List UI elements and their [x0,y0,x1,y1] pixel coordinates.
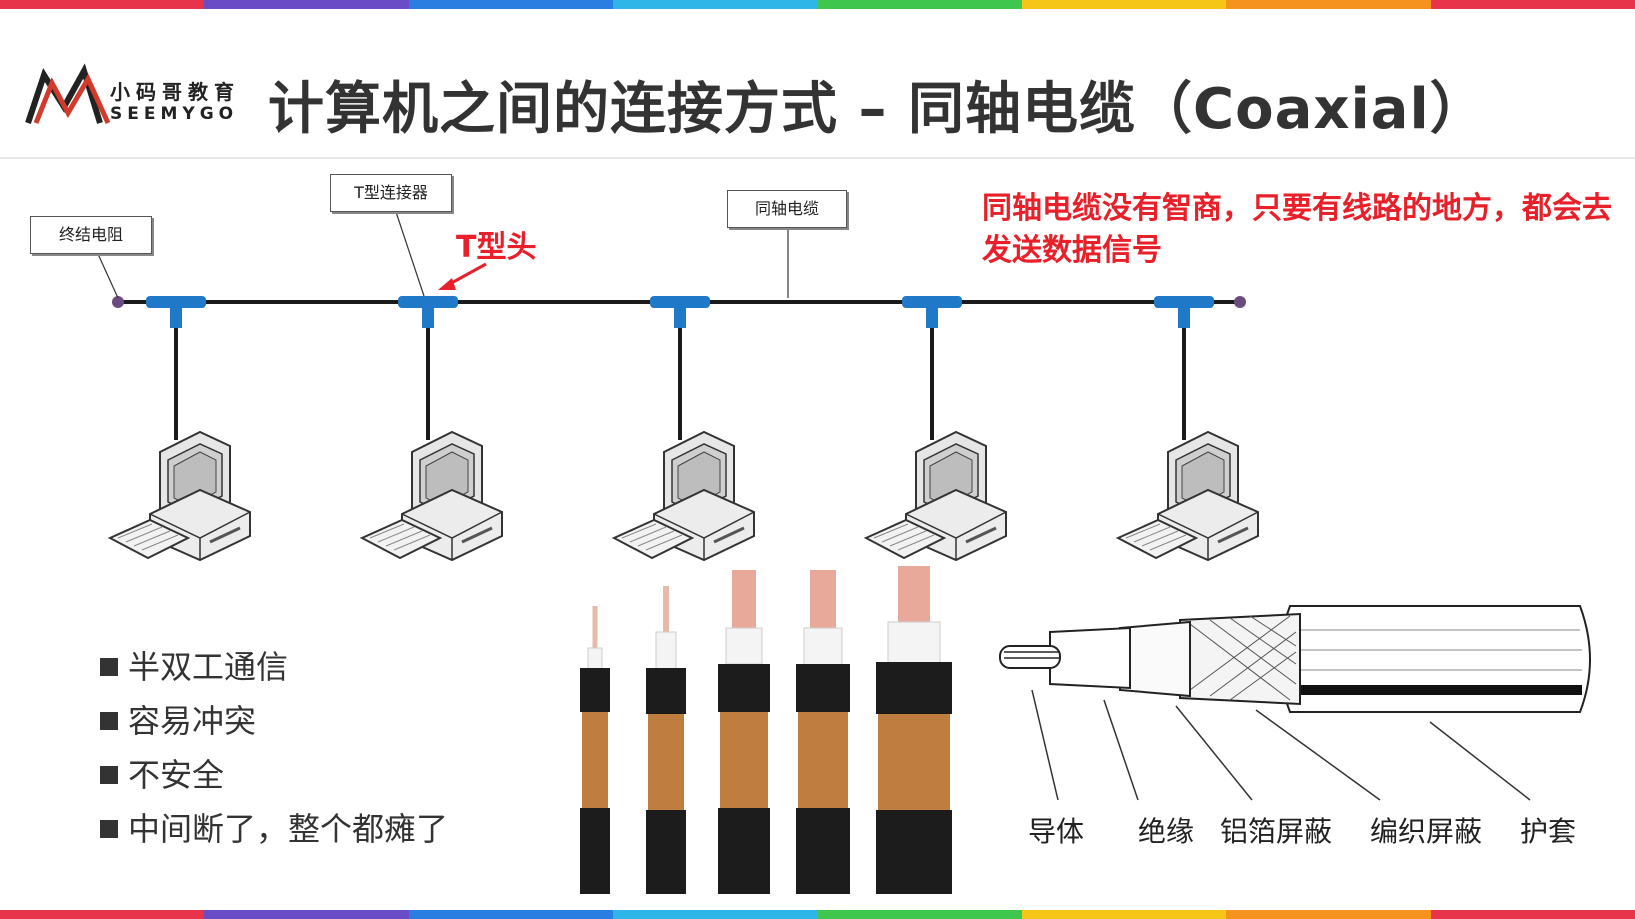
node-2 [360,296,504,562]
cable-part-insulation: 绝缘 [1138,815,1195,848]
cable-part-labels: 导体 绝缘 铝箔屏蔽 编织屏蔽 护套 [1020,810,1620,860]
stripe-segment [613,0,818,9]
stripe-segment [1021,910,1227,919]
list-item: 容易冲突 [100,694,448,748]
stripe-segment [204,0,409,9]
stripe-segment [1021,0,1227,9]
bullet-icon [100,820,118,838]
stripe-segment [1430,910,1635,919]
node-5 [1116,296,1260,562]
cable-part-jacket: 护套 [1520,815,1577,848]
stripe-segment [0,0,205,9]
stripe-segment [817,910,1022,919]
computer-icon [108,430,252,562]
coax-note: 同轴电缆没有智商，只要有线路的地方，都会去发送数据信号 [982,191,1612,268]
stripe-segment [0,910,205,919]
bullet-icon [100,766,118,784]
terminator-right-icon [1234,296,1246,308]
stripe-segment [1430,0,1635,9]
stripe-segment [408,910,614,919]
terminator-label: 终结电阻 [30,216,152,254]
cable-part-foil-shield: 铝箔屏蔽 [1220,815,1333,848]
top-color-stripe [0,0,1635,9]
t-connector-icon [1154,296,1214,308]
list-item: 不安全 [100,748,448,802]
logo-text-en: SEEMYGO [110,104,239,124]
t-connector-label: T型连接器 [330,174,452,212]
stripe-segment [613,910,818,919]
bullet-icon [100,658,118,676]
stripe-segment [817,0,1022,9]
node-1 [108,296,252,562]
computer-icon [360,430,504,562]
computer-icon [1116,430,1260,562]
node-4 [864,296,1008,562]
bullet-icon [100,712,118,730]
list-item: 半双工通信 [100,640,448,694]
stripe-segment [204,910,409,919]
seemygo-logo-icon [25,63,111,125]
feature-list: 半双工通信 容易冲突 不安全 中间断了，整个都瘫了 [100,640,448,856]
red-arrow-icon [438,262,487,290]
t-connector-icon [146,296,206,308]
cable-part-braid-shield: 编织屏蔽 [1370,815,1483,848]
stripe-segment [1226,0,1431,9]
coax-cable-samples-icon [580,566,952,894]
page-title: 计算机之间的连接方式 – 同轴电缆（Coaxial） [268,77,1487,142]
terminator-left-icon [112,296,124,308]
stripe-segment [1226,910,1431,919]
logo-text-cn: 小码哥教育 [110,80,240,104]
t-head-label: T型头 [456,230,537,265]
coax-cable-label: 同轴电缆 [727,190,847,228]
header [0,9,1635,159]
t-connector-icon [650,296,710,308]
coax-cross-section-icon [999,605,1591,801]
node-3 [612,296,756,562]
computer-icon [864,430,1008,562]
t-connector-icon [398,296,458,308]
stripe-segment [408,0,614,9]
computer-icon [612,430,756,562]
cable-part-conductor: 导体 [1028,815,1085,848]
bottom-color-stripe [0,910,1635,919]
t-connector-icon [902,296,962,308]
list-item: 中间断了，整个都瘫了 [100,802,448,856]
